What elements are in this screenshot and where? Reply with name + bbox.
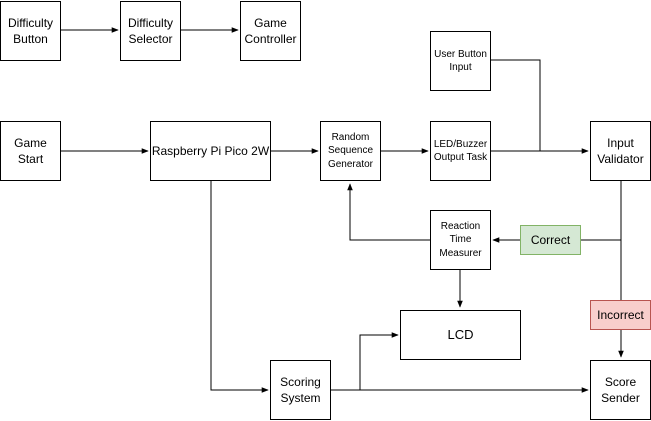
edge-pi-to-scoring <box>210 181 269 393</box>
input-validator-node: Input Validator <box>590 121 651 181</box>
reaction-time-measurer-node: Reaction Time Measurer <box>430 210 491 270</box>
led-buzzer-output-node: LED/Buzzer Output Task <box>430 121 491 181</box>
edge-user-button-to-validator <box>491 59 541 151</box>
user-button-input-node: User Button Input <box>430 31 491 91</box>
difficulty-selector-node: Difficulty Selector <box>120 1 181 61</box>
edge-scoring-to-lcd <box>359 332 399 390</box>
game-start-node: Game Start <box>0 121 61 181</box>
edge-rtm-to-rsg <box>347 183 430 241</box>
difficulty-button-node: Difficulty Button <box>0 1 61 61</box>
random-sequence-generator-node: Random Sequence Generator <box>320 121 381 181</box>
game-controller-node: Game Controller <box>240 1 301 61</box>
raspberry-pi-node: Raspberry Pi Pico 2W <box>150 121 271 181</box>
correct-label: Correct <box>520 225 581 255</box>
incorrect-label: Incorrect <box>590 300 651 330</box>
score-sender-node: Score Sender <box>590 360 651 420</box>
scoring-system-node: Scoring System <box>270 360 331 420</box>
lcd-node: LCD <box>400 310 521 360</box>
